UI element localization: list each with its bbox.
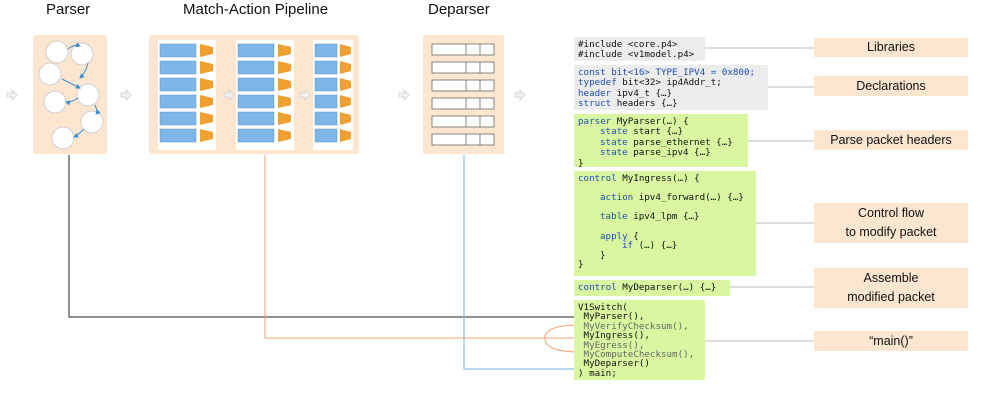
pipeline-connector-line — [264, 155, 580, 339]
header-line: header ipv4_t {…} — [578, 87, 764, 99]
declarations-code: const bit<16> TYPE_IPV4 = 0x800;typedef … — [574, 65, 768, 110]
action-line: action ipv4_forward(…) {…} — [578, 193, 752, 203]
parser-keyword: parser — [578, 116, 612, 127]
header-keyword: header — [578, 87, 612, 99]
label-parse-text: Parse packet headers — [830, 132, 952, 147]
parser-head-line: parser MyParser(…) { — [578, 116, 744, 127]
typedef-keyword: typedef — [578, 77, 617, 89]
state-keyword: state — [600, 136, 628, 148]
label-main-text: “main()” — [869, 333, 913, 348]
deparser-code: control MyDeparser(…) {…} — [574, 280, 730, 296]
table-ipv4-lpm: ipv4_lpm {…} — [627, 211, 700, 223]
label-leader-lines — [705, 47, 814, 342]
parser-head: MyParser(…) { — [611, 116, 689, 127]
ingress-head-line: control MyIngress(…) { — [578, 174, 752, 184]
label-control-line2: to modify packet — [845, 225, 937, 239]
ingress-head: MyIngress(…) { — [616, 173, 700, 184]
struct-line: struct headers {…} — [578, 99, 764, 109]
label-control-flow: Control flow to modify packet — [814, 203, 968, 243]
apply-open: { — [627, 230, 639, 242]
v1switch-line: V1Switch( — [578, 302, 628, 313]
flow-arrow-icon — [6, 89, 526, 101]
main-arg-ingress: MyIngress(), — [578, 330, 650, 342]
label-declarations-text: Declarations — [856, 78, 926, 93]
deparser-rest: MyDeparser(…) {…} — [616, 282, 717, 293]
struct-keyword: struct — [578, 98, 612, 110]
ingress-code: control MyIngress(…) { action ipv4_forwar… — [574, 171, 756, 276]
deparser-connector-line — [463, 155, 580, 370]
main-arg-verify-checksum: MyVerifyChecksum(), — [578, 320, 689, 332]
apply-line: apply { — [578, 230, 752, 242]
main-arg-deparser: MyDeparser() — [578, 358, 650, 370]
parser-code: parser MyParser(…) {state start {…}state… — [574, 114, 748, 169]
if-keyword: if — [622, 240, 634, 252]
apply-keyword: apply — [600, 230, 628, 242]
const-line: const bit<16> TYPE_IPV4 = 0x800; — [578, 67, 756, 78]
struct-rest: headers {…} — [611, 98, 678, 110]
parser-close: } — [578, 157, 584, 169]
ingress-close: } — [578, 259, 584, 271]
parser-transition-arrows — [61, 42, 101, 138]
libraries-code: #include <core.p4>#include <v1model.p4> — [574, 37, 705, 61]
main-arg-egress: MyEgress(), — [578, 339, 645, 351]
state-start: start {…} — [627, 126, 683, 138]
parser-state-graph — [38, 40, 104, 150]
label-control-line1: Control flow — [858, 206, 924, 220]
table-keyword: table — [600, 211, 628, 223]
main-code: V1Switch( MyParser(), MyVerifyChecksum()… — [574, 300, 705, 380]
label-main: “main()” — [814, 331, 968, 351]
apply-close: } — [600, 249, 606, 261]
state-ipv4-line: state parse_ipv4 {…} — [578, 148, 744, 158]
if-line: if (…) {…} — [578, 241, 752, 251]
state-ipv4: parse_ipv4 {…} — [627, 147, 711, 159]
header-rest: ipv4_t {…} — [611, 87, 673, 99]
deparser-header-slots — [431, 43, 495, 146]
state-start-line: state start {…} — [578, 127, 744, 137]
label-assemble-line2: modified packet — [847, 290, 935, 304]
label-assemble-line1: Assemble — [863, 271, 919, 285]
ingress-egress-bracket — [544, 324, 581, 353]
control-keyword: control — [578, 173, 617, 184]
parser-title: Parser — [46, 1, 91, 18]
main-arg-parser: MyParser(), — [578, 311, 645, 323]
if-body: (…) {…} — [633, 240, 678, 252]
pipeline-title: Match-Action Pipeline — [183, 1, 329, 18]
label-libraries: Libraries — [814, 38, 968, 57]
label-parse: Parse packet headers — [814, 130, 968, 150]
state-keyword: state — [600, 126, 628, 138]
include-core-line: #include <core.p4> — [578, 39, 678, 50]
state-keyword: state — [600, 147, 628, 159]
control-keyword: control — [578, 282, 617, 293]
label-declarations: Declarations — [814, 76, 968, 96]
state-ethernet-line: state parse_ethernet {…} — [578, 136, 744, 148]
table-line: table ipv4_lpm {…} — [578, 212, 752, 222]
label-assemble: Assemble modified packet — [814, 268, 968, 308]
typedef-line: typedef bit<32> ip4Addr_t; — [578, 78, 764, 88]
action-ipv4-forward: ipv4_forward(…) {…} — [633, 192, 744, 204]
main-close-line: ) main; — [578, 367, 617, 379]
state-ethernet: parse_ethernet {…} — [627, 136, 733, 148]
main-arg-compute-checksum: MyComputeChecksum(), — [578, 349, 695, 361]
action-keyword: action — [600, 192, 634, 204]
label-libraries-text: Libraries — [867, 40, 915, 54]
parser-connector-line — [68, 155, 580, 318]
deparser-title: Deparser — [428, 1, 490, 18]
match-action-tables — [158, 40, 353, 150]
include-v1model-line: #include <v1model.p4> — [578, 49, 695, 61]
typedef-rest: bit<32> ip4Addr_t; — [616, 77, 722, 89]
